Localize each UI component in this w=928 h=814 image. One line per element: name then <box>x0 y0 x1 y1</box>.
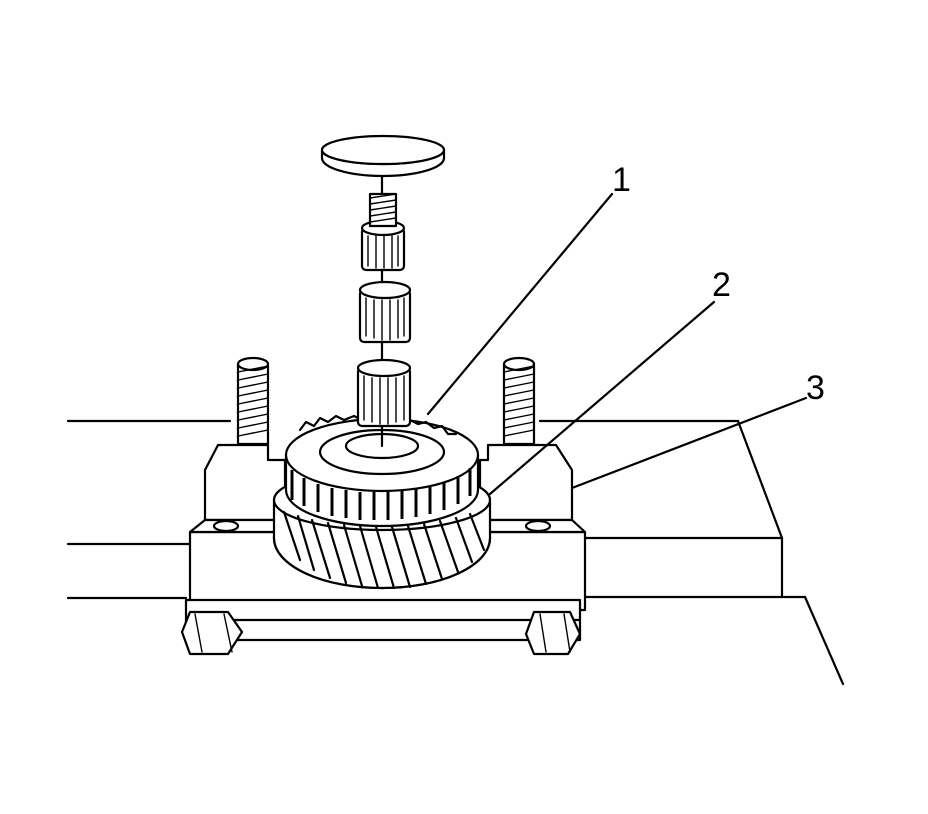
leader-line-3 <box>570 396 808 490</box>
leader-line-1 <box>426 192 614 416</box>
leader-lines <box>426 192 808 496</box>
callout-2: 2 <box>712 266 731 304</box>
threaded-rod-right <box>502 356 536 446</box>
callout-3: 3 <box>806 369 825 407</box>
leader-line-2 <box>488 300 716 496</box>
threaded-rod-left <box>236 356 270 446</box>
press-driver-stack <box>320 134 446 448</box>
callout-1: 1 <box>612 161 631 199</box>
press-bed <box>66 419 845 686</box>
